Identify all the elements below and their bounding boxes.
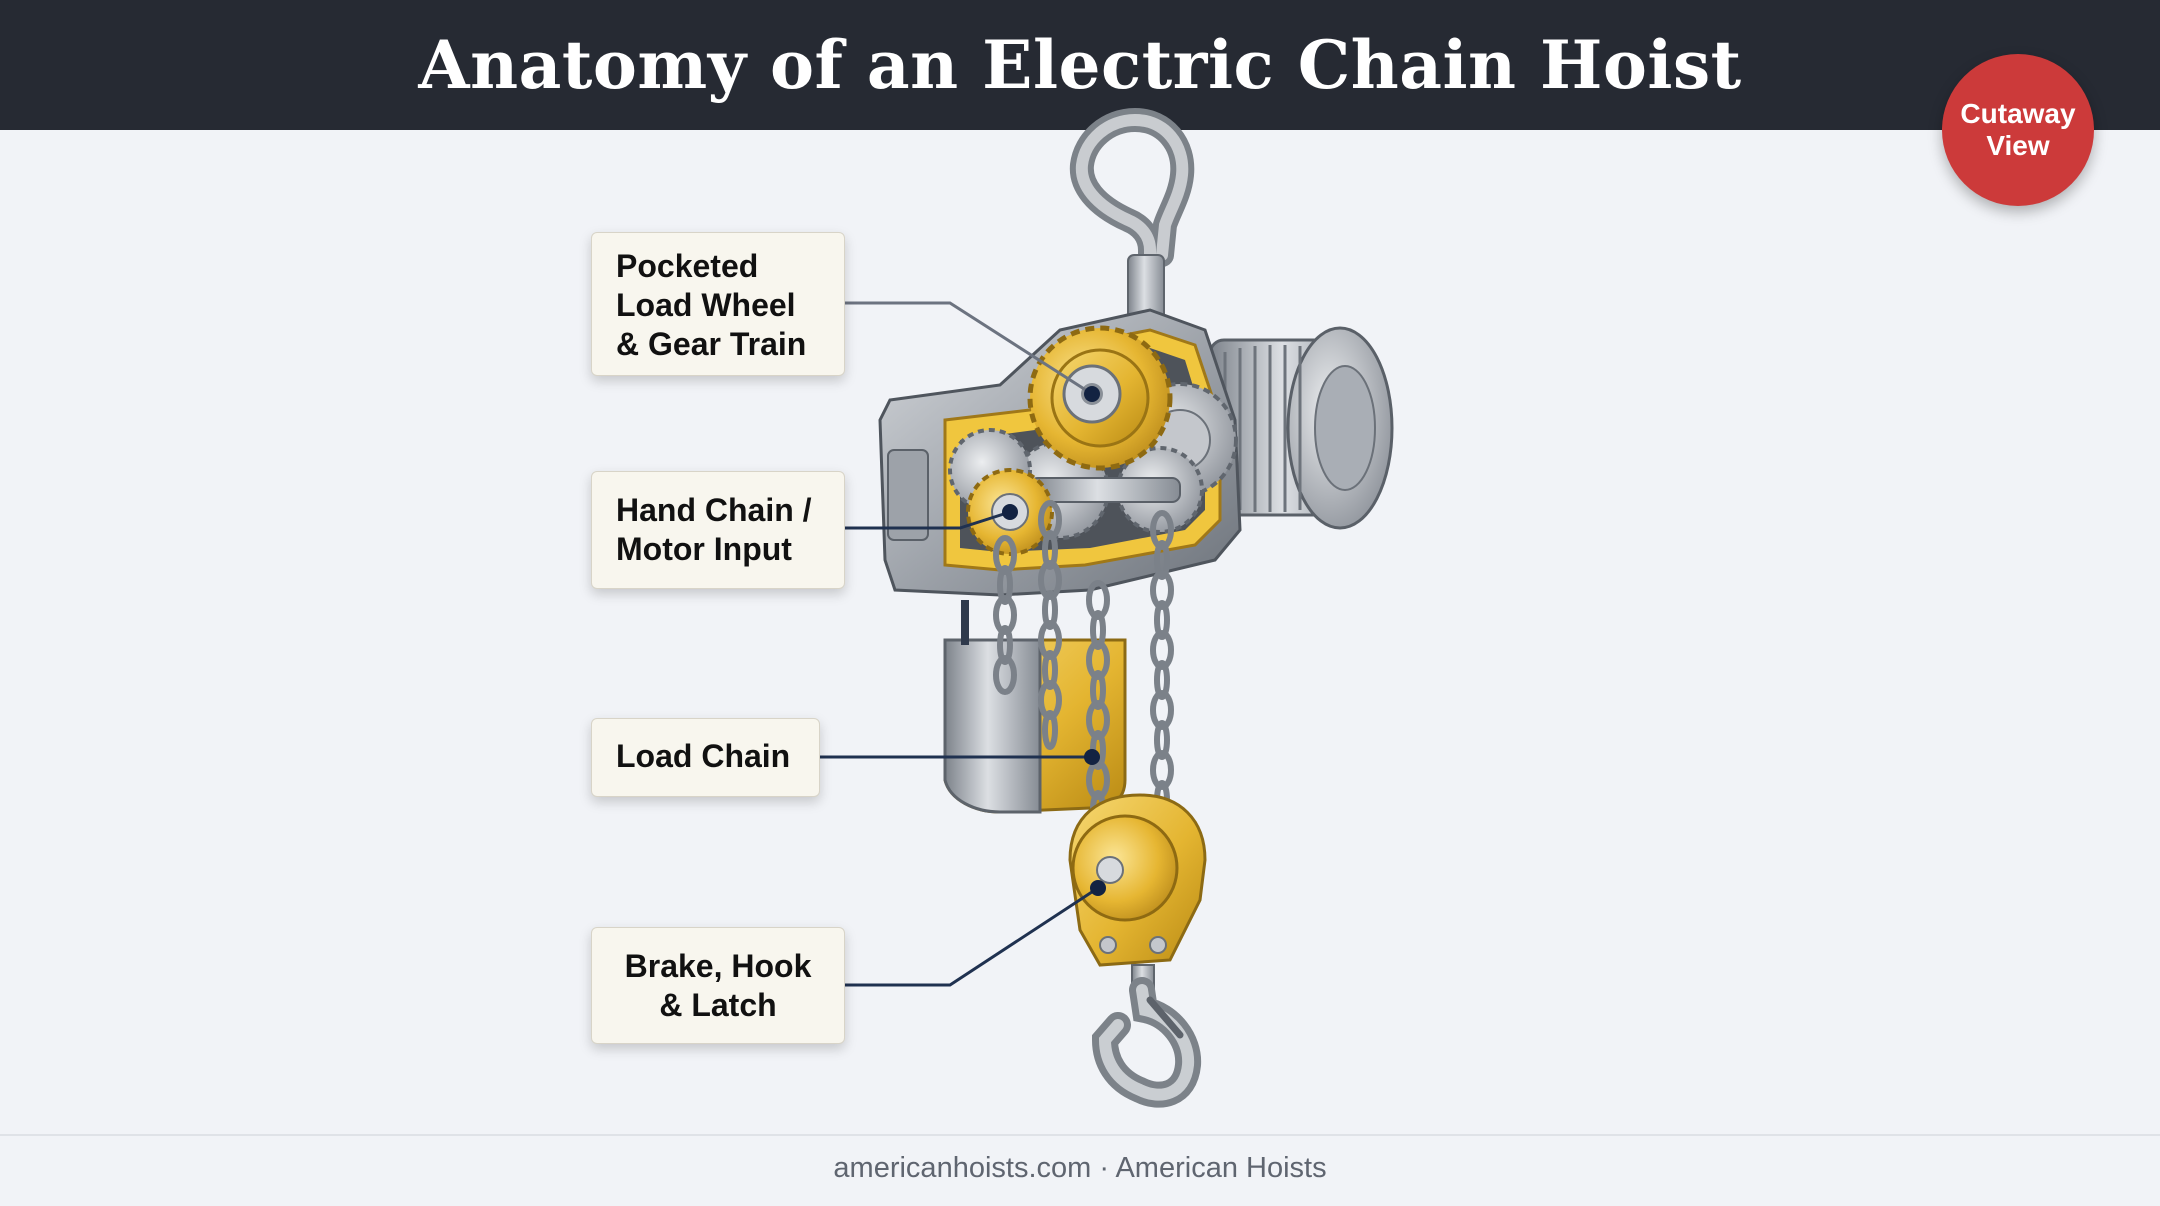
- leader-dots: [1002, 386, 1106, 896]
- leader-line-brake-hook: [845, 886, 1099, 987]
- leader-line-hand-chain: [845, 510, 1011, 530]
- cutaway-view-badge: Cutaway View: [1942, 54, 2094, 206]
- callout-load-chain: Load Chain: [591, 718, 820, 797]
- callout-brake-hook-latch: Brake, Hook & Latch: [591, 927, 845, 1044]
- top-hook: [1069, 107, 1195, 326]
- load-wheel: [1027, 325, 1173, 471]
- footer-credit: americanhoists.com · American Hoists: [833, 1152, 1327, 1184]
- callout-hand-chain-motor-input: Hand Chain / Motor Input: [591, 471, 845, 589]
- page-title: Anatomy of an Electric Chain Hoist: [418, 26, 1742, 104]
- callout-load-wheel-gear-train: Pocketed Load Wheel & Gear Train: [591, 232, 845, 376]
- title-bar: [0, 0, 2160, 130]
- leader-line-load-wheel: [845, 301, 1093, 396]
- bottom-hook: [1091, 977, 1202, 1108]
- chain-bag: [943, 600, 1127, 814]
- motor: [1208, 326, 1394, 530]
- leader-lines: [820, 301, 1099, 987]
- footer-divider: [0, 1134, 2160, 1136]
